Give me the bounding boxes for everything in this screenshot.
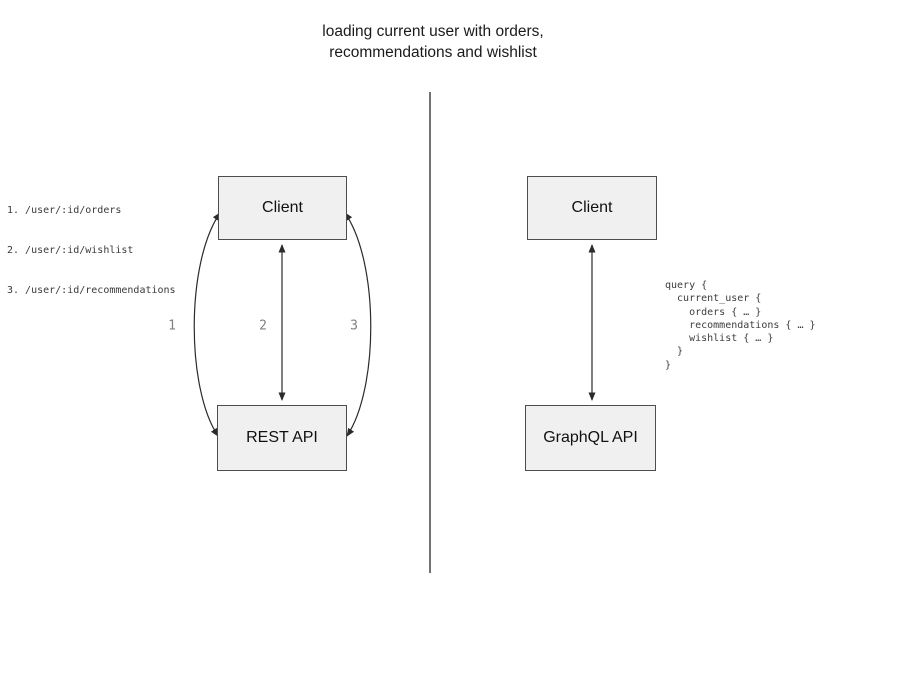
title-line-2: recommendations and wishlist (329, 44, 537, 61)
rest-endpoint-wishlist: 2. /user/:id/wishlist (7, 245, 134, 257)
graphql-api-label: GraphQL API (543, 429, 638, 446)
rest-arrow-1-curve (193, 212, 221, 437)
diagram-title: loading current user with orders, recomm… (0, 21, 866, 63)
rest-endpoint-recommendations: 3. /user/:id/recommendations (7, 285, 176, 297)
rest-arrow-label-1: 1 (168, 318, 176, 334)
title-line-1: loading current user with orders, (322, 23, 544, 40)
rest-arrow-label-2: 2 (259, 318, 267, 334)
graphql-api-box: GraphQL API (525, 405, 656, 471)
rest-api-box: REST API (217, 405, 347, 471)
rest-endpoint-list: 1. /user/:id/orders 2. /user/:id/wishlis… (7, 177, 176, 324)
rest-endpoint-orders: 1. /user/:id/orders (7, 204, 122, 216)
graphql-query-code: query { current_user { orders { … } reco… (665, 280, 816, 371)
rest-client-label: Client (262, 199, 303, 216)
graphql-client-box: Client (527, 176, 657, 240)
rest-arrow-label-3: 3 (350, 318, 358, 334)
rest-api-label: REST API (246, 429, 318, 446)
panel-divider (429, 92, 431, 573)
graphql-client-label: Client (571, 199, 613, 216)
rest-client-box: Client (218, 176, 347, 240)
